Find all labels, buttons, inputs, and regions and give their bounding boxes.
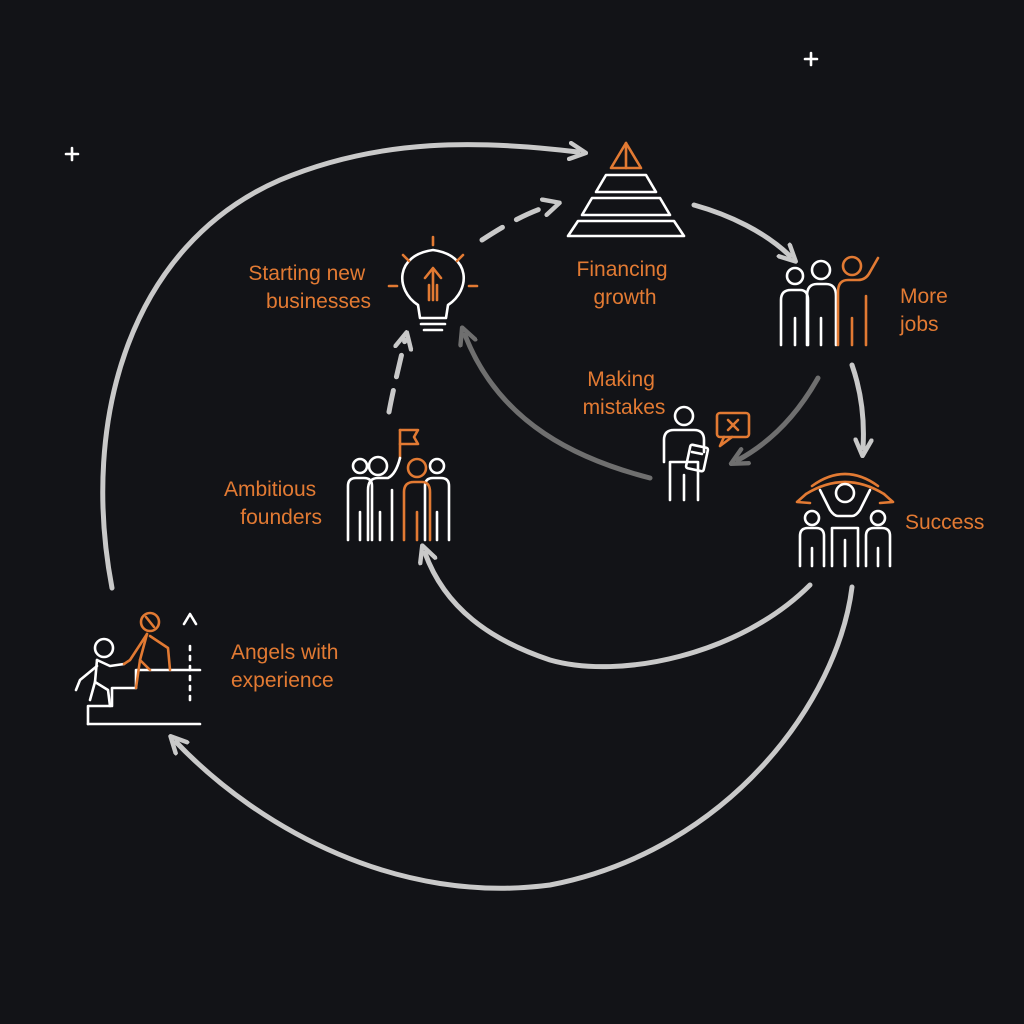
arrow-angels-to-financing xyxy=(100,145,578,591)
label-making-mistakes: Making mistakes xyxy=(583,368,666,419)
team-flag-icon xyxy=(346,428,451,542)
label-ambitious-founders: Ambitious founders xyxy=(224,478,322,529)
people-group-icon xyxy=(779,255,880,347)
lightbulb-icon xyxy=(387,235,479,332)
label-financing-growth: Financing growth xyxy=(577,258,674,309)
label-starting-new-businesses: Starting new businesses xyxy=(248,262,371,313)
person-clipboard-error-icon xyxy=(662,405,751,502)
sparkle-icon xyxy=(64,146,80,162)
mentor-stairs-icon xyxy=(74,611,202,726)
arrow-jobs-to-mistakes xyxy=(738,375,821,460)
sparkle-icon xyxy=(803,51,819,67)
arrow-financing-to-jobs xyxy=(691,202,790,256)
arrow-founders-to-starting xyxy=(386,340,405,415)
pyramid-icon xyxy=(566,141,686,238)
arrow-mistakes-to-starting xyxy=(465,335,653,481)
arrow-jobs-to-success xyxy=(849,362,863,448)
label-more-jobs: More jobs xyxy=(899,285,954,336)
arrow-success-to-angels xyxy=(176,584,855,891)
arrow-starting-to-financing xyxy=(479,205,552,243)
celebration-icon xyxy=(795,472,895,568)
label-success: Success xyxy=(905,511,984,534)
label-angels-with-experience: Angels with experience xyxy=(231,641,344,692)
arrow-success-to-founders xyxy=(425,553,813,670)
